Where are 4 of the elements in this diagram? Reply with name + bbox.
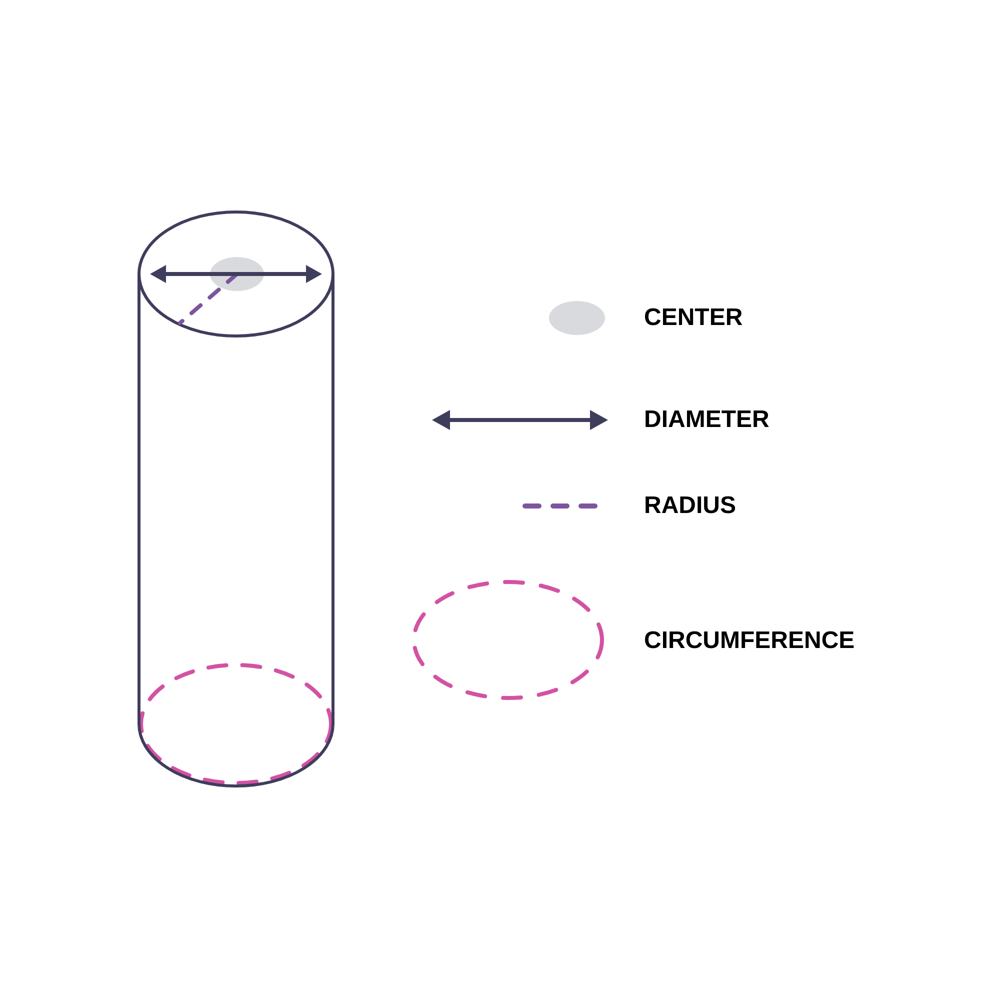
legend-label: RADIUS (644, 494, 736, 518)
legend-label: CIRCUMFERENCE (644, 629, 855, 653)
legend-label: CENTER (644, 306, 743, 330)
legend-label: DIAMETER (644, 408, 770, 432)
